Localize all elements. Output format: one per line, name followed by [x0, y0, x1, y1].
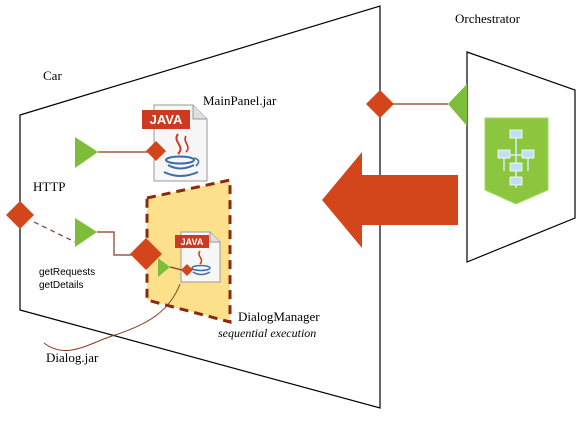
orchestrator-port: [448, 84, 467, 126]
http-label: HTTP: [33, 179, 66, 194]
dialog-manager-port: [130, 238, 162, 270]
orchestrator-label: Orchestrator: [455, 11, 521, 26]
dialog-jar-icon: JAVA: [175, 231, 221, 283]
get-requests-label: getRequests: [39, 267, 95, 278]
mainpanel-provided-port: [75, 137, 98, 168]
mainpanel-required-port: [146, 141, 166, 161]
dialog-java-badge: JAVA: [181, 237, 204, 247]
http-port: [6, 201, 34, 229]
dialog-connector: [97, 231, 132, 256]
dialog-jar-label: Dialog.jar: [46, 350, 99, 365]
http-connector: [33, 221, 76, 243]
workflow-icon: [484, 117, 549, 205]
car-label: Car: [43, 68, 62, 83]
sequential-execution-label: sequential execution: [218, 326, 316, 340]
mainpanel-jar-icon: JAVA: [142, 104, 208, 182]
mainpanel-label: MainPanel.jar: [203, 93, 277, 108]
deployment-arrow: [322, 152, 458, 248]
dialog-internal-provided-port: [158, 258, 170, 277]
mainpanel-java-badge: JAVA: [150, 112, 183, 127]
dialog-jar-callout: [43, 283, 181, 352]
dialog-internal-required-port: [181, 264, 193, 276]
dialog-manager-label: DialogManager: [238, 309, 320, 324]
get-details-label: getDetails: [39, 280, 83, 291]
dialog-provided-port: [75, 218, 97, 247]
car-orchestrator-port: [366, 90, 394, 118]
dialog-internal-connector: [169, 266, 183, 271]
